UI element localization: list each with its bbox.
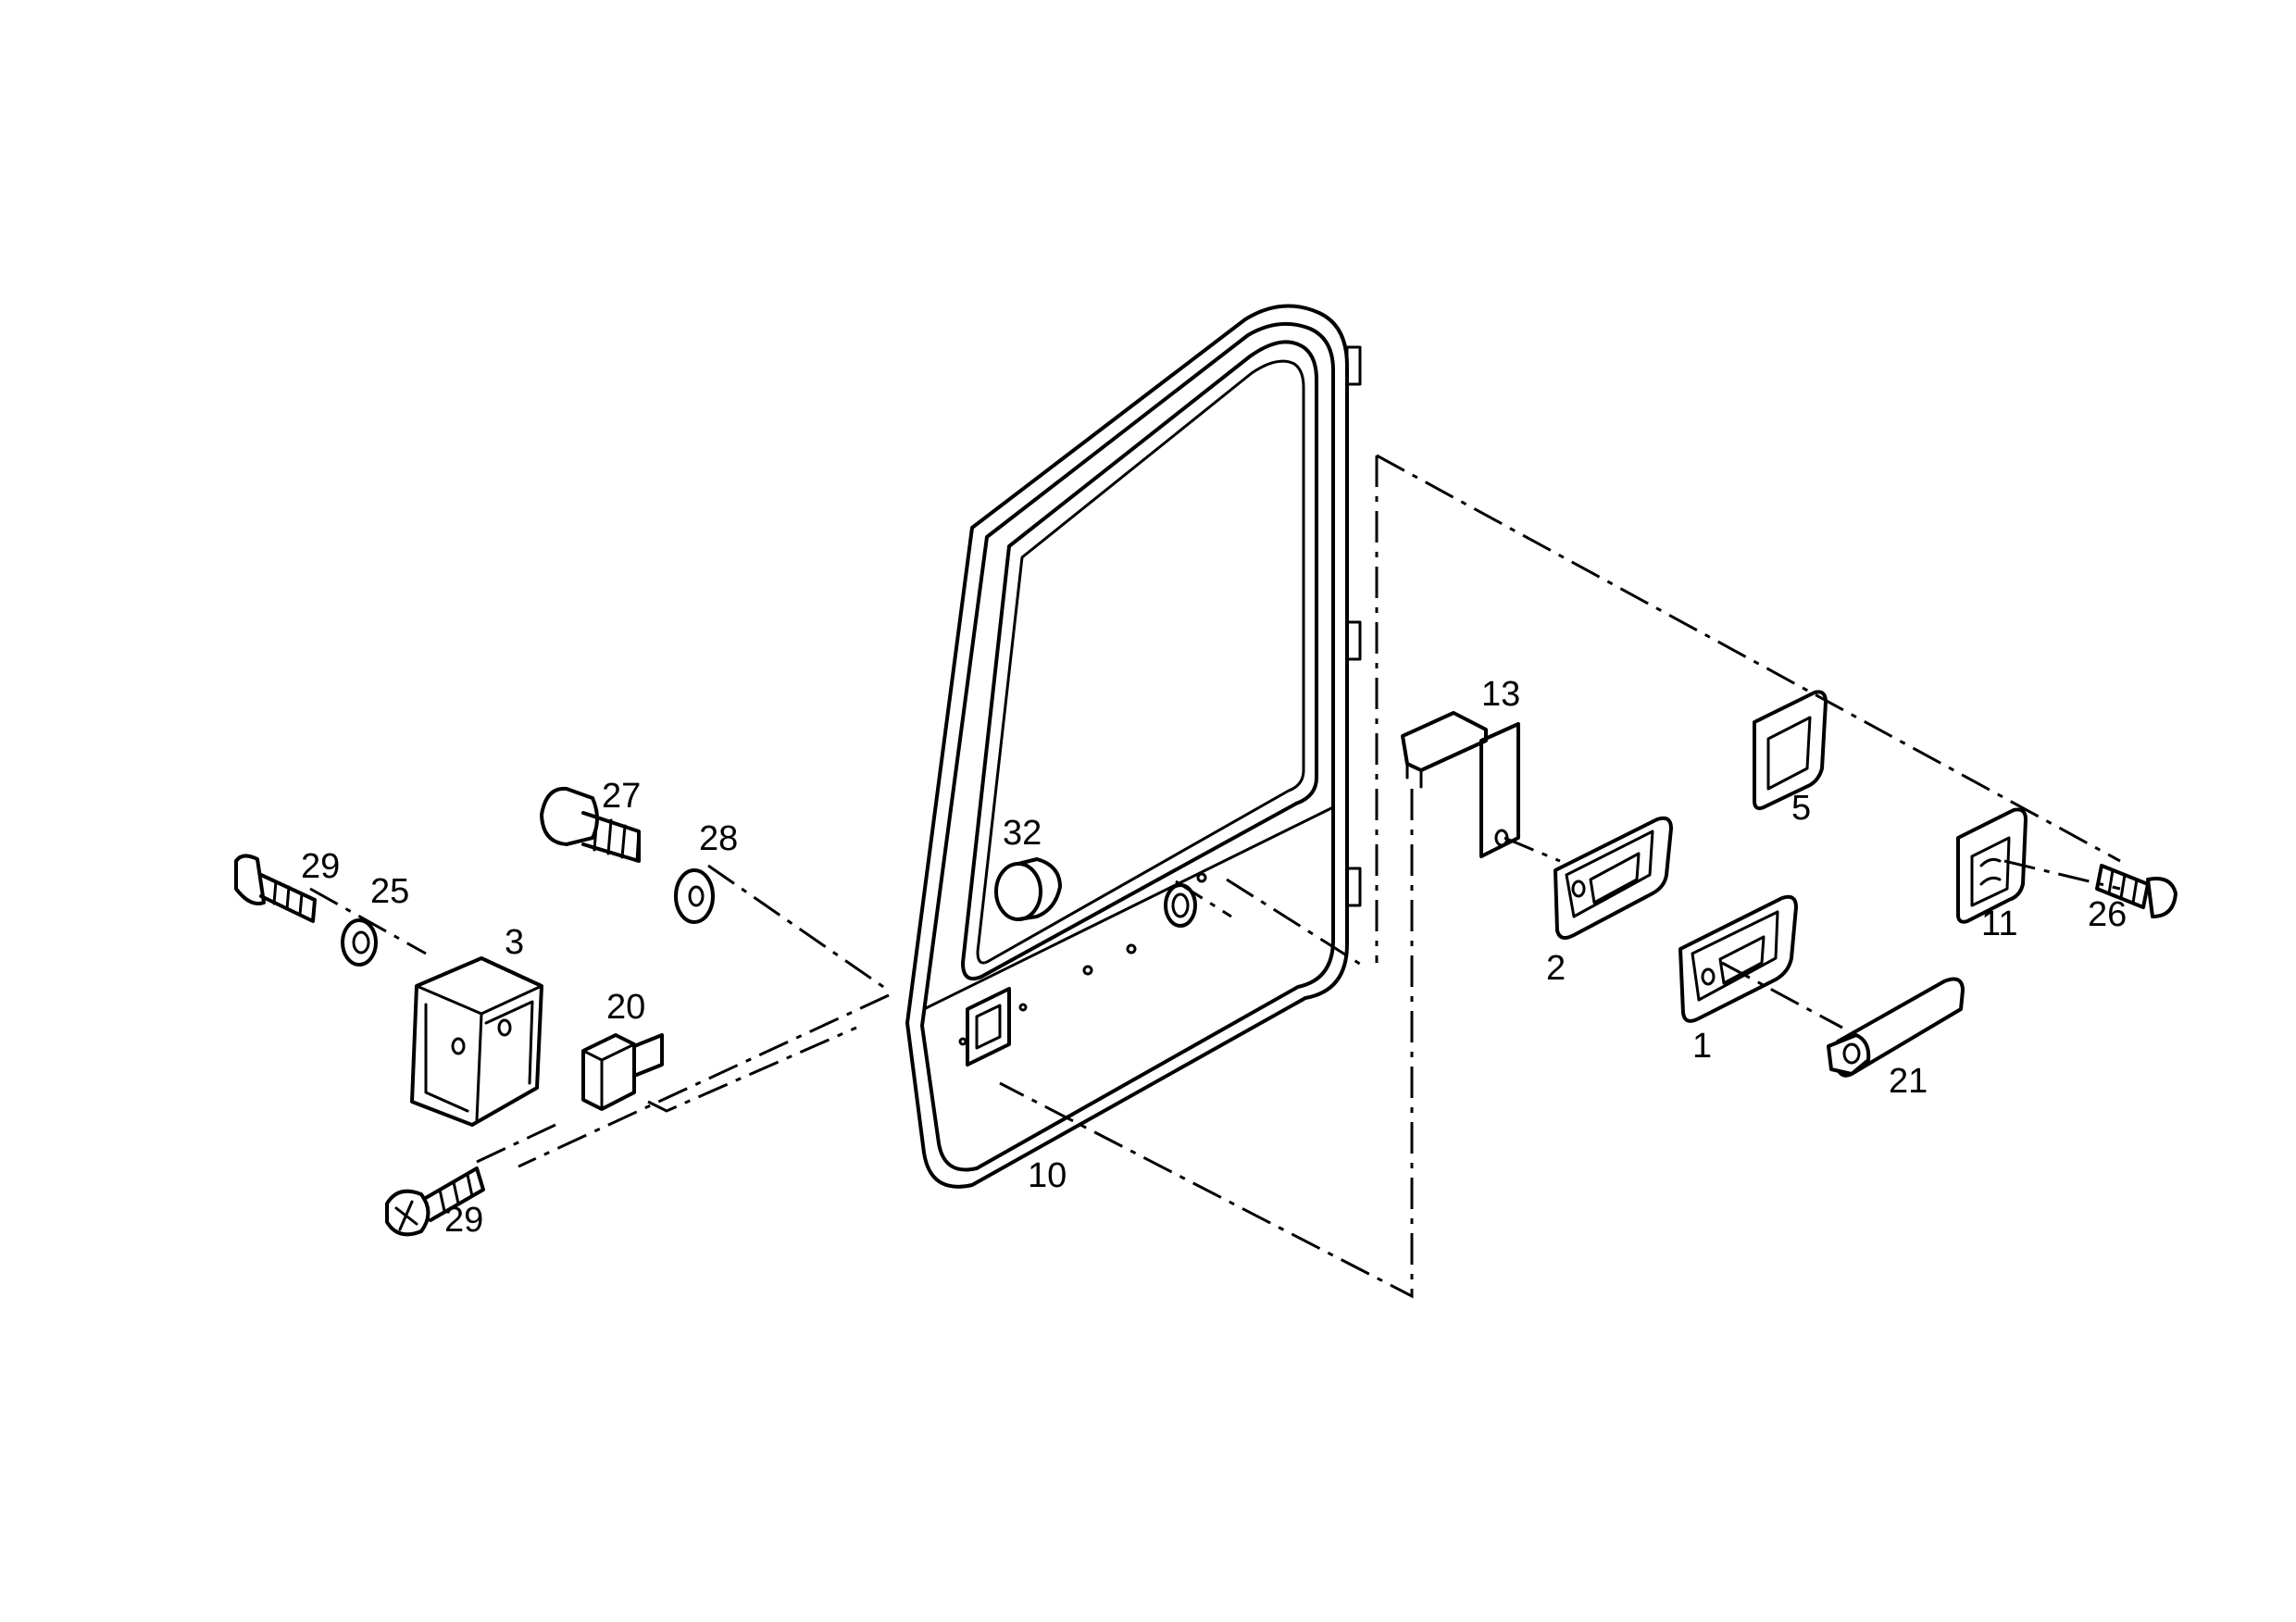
- washer-28: [674, 868, 715, 924]
- callout-21: 21: [1889, 1062, 1928, 1101]
- callout-3: 3: [505, 923, 524, 962]
- callout-20: 20: [606, 988, 645, 1027]
- door-frame: [905, 304, 1362, 1189]
- latch-20: [581, 1033, 664, 1111]
- bolt-27: [540, 786, 641, 863]
- callout-1: 1: [1692, 1027, 1712, 1066]
- callout-27: 27: [602, 777, 641, 816]
- callout-28: 28: [699, 819, 738, 858]
- screw-29-lower: [385, 1167, 485, 1237]
- handle-21: [1827, 977, 1965, 1078]
- screw-29-upper: [234, 854, 317, 923]
- callout-13: 13: [1481, 675, 1520, 714]
- plate-11: [1956, 807, 2028, 924]
- escutcheon-2: [1554, 816, 1673, 941]
- callout-11: 11: [1981, 905, 2017, 943]
- callout-labels: 1 2 3 5 10 11 13 20 21 25 26 27 28 29 29…: [301, 675, 2127, 1240]
- callout-10: 10: [1028, 1156, 1067, 1195]
- callout-5: 5: [1791, 789, 1811, 828]
- callout-25: 25: [370, 872, 409, 911]
- callout-29-upper: 29: [301, 847, 340, 886]
- callout-32: 32: [1003, 814, 1042, 853]
- callout-2: 2: [1546, 949, 1566, 988]
- lockwasher-25: [341, 918, 378, 967]
- assembly-lines: [309, 454, 2121, 1299]
- grommet-32: [994, 857, 1062, 921]
- escutcheon-1: [1678, 894, 1798, 1023]
- screw-26: [2095, 864, 2177, 918]
- gasket-5: [1753, 690, 1828, 811]
- callout-29-lower: 29: [444, 1201, 483, 1240]
- bracket-13: [1401, 711, 1520, 858]
- callout-26: 26: [2088, 895, 2127, 934]
- striker-bracket-3: [410, 956, 543, 1127]
